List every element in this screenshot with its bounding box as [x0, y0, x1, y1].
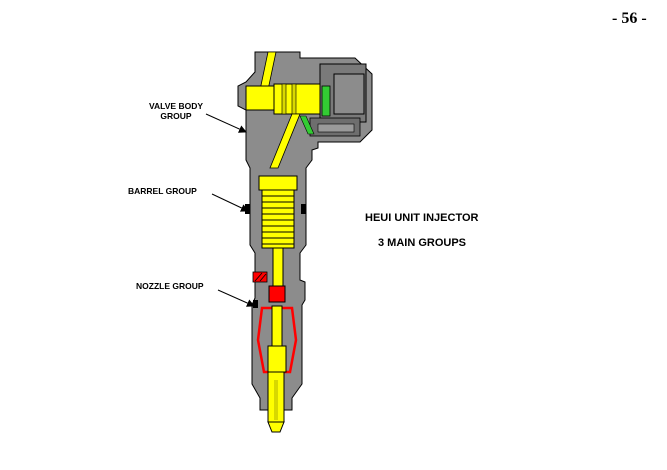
plunger-spring: [262, 195, 294, 245]
intensifier-piston: [258, 175, 298, 191]
valve-body-leader: [205, 113, 247, 133]
nozzle-tip-end: [267, 421, 285, 433]
barrel-group-leader: [211, 193, 249, 212]
valve-body-label-line2: GROUP: [160, 111, 192, 121]
nozzle-group-label: NOZZLE GROUP: [136, 281, 204, 291]
solenoid-cap: [333, 73, 365, 115]
valve-channel-detail: [317, 123, 355, 133]
diagram-subtitle: 3 MAIN GROUPS: [378, 237, 467, 249]
barrel-seal-left: [245, 204, 250, 214]
nozzle-stem: [267, 345, 287, 373]
plunger-spring-area: [261, 189, 295, 249]
poppet-valve: [245, 85, 275, 111]
poppet-spool: [273, 83, 321, 115]
nozzle-group-leader: [217, 289, 255, 307]
spool-ring-1: [281, 83, 287, 115]
nozzle-needle: [271, 305, 283, 347]
nozzle-tip-core: [274, 380, 278, 420]
green-diagonal-passage: [299, 115, 315, 135]
check-seal-hatched: [252, 271, 268, 283]
nozzle-left-seal: [253, 300, 258, 308]
plunger-rod: [272, 247, 284, 289]
page-number: - 56 -: [612, 10, 647, 27]
plunger-cavity-red: [268, 285, 286, 303]
valve-body-group-label: VALVE BODY GROUP: [140, 101, 212, 121]
spool-ring-2: [291, 83, 297, 115]
barrel-group-label: BARREL GROUP: [128, 186, 197, 196]
valve-body-label-line1: VALVE BODY: [149, 101, 203, 111]
barrel-seal-right: [301, 204, 306, 214]
diagonal-fuel-passage: [269, 113, 301, 169]
diagram-title: HEUI UNIT INJECTOR: [365, 212, 479, 224]
nozzle-check-circuit: [256, 306, 298, 374]
solenoid-green-contact: [321, 85, 331, 117]
